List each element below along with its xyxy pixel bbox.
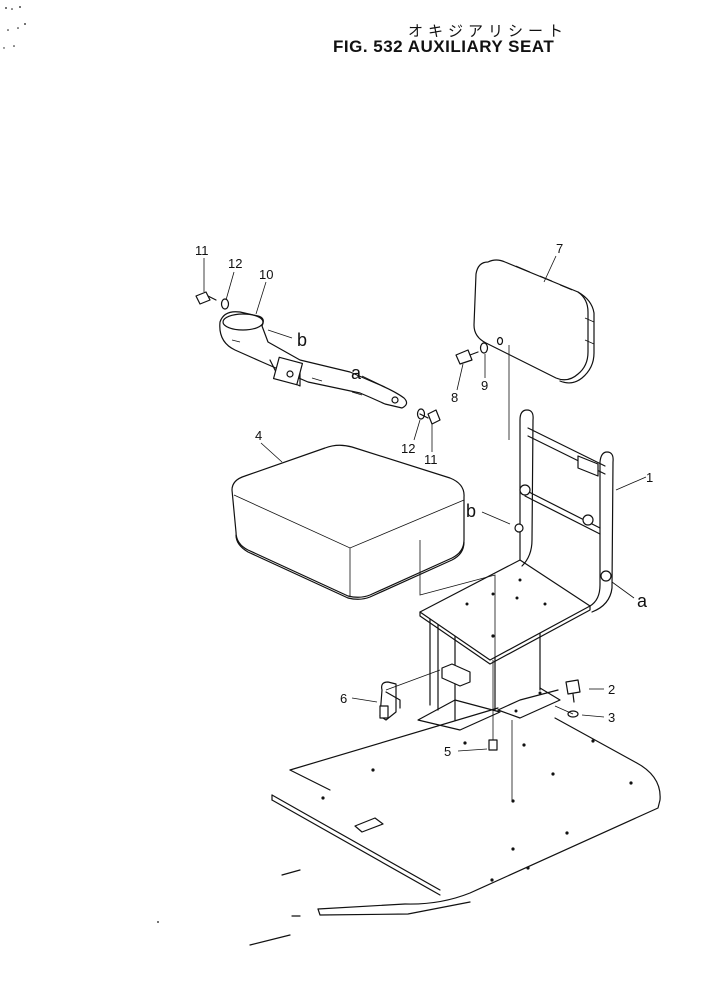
callout-9: 9 xyxy=(481,378,488,393)
assembly-lines xyxy=(385,345,574,800)
callout-11-lower: 11 xyxy=(424,452,438,467)
callout-12: 12 xyxy=(228,256,242,271)
callout-2: 2 xyxy=(608,682,615,697)
callout-1: 1 xyxy=(646,470,653,485)
callout-7: 7 xyxy=(556,241,563,256)
seat-cushion xyxy=(231,444,465,600)
connection-b-upper: b xyxy=(297,330,307,350)
callout-4: 4 xyxy=(255,428,262,443)
armrest-bracket xyxy=(219,311,408,409)
fasteners xyxy=(195,291,581,751)
figure-title-japanese: オキジアリシート xyxy=(408,22,569,40)
callout-labels: 11 12 10 7 4 1 8 9 12 11 2 3 5 6 b a b a xyxy=(195,241,653,759)
callout-3: 3 xyxy=(608,710,615,725)
backrest-cushion xyxy=(473,259,595,384)
scan-noise xyxy=(3,6,159,923)
floor-panel xyxy=(249,707,661,946)
connection-a-upper: a xyxy=(351,363,362,383)
callout-8: 8 xyxy=(451,390,458,405)
callout-6: 6 xyxy=(340,691,347,706)
callout-5: 5 xyxy=(444,744,451,759)
callout-10: 10 xyxy=(259,267,273,282)
connection-b-lower: b xyxy=(466,501,476,521)
connection-a-lower: a xyxy=(637,591,648,611)
callout-leaders xyxy=(203,255,647,752)
figure-title: FIG. 532 AUXILIARY SEAT xyxy=(333,37,555,56)
callout-12-lower: 12 xyxy=(401,441,415,456)
callout-11: 11 xyxy=(195,243,209,258)
